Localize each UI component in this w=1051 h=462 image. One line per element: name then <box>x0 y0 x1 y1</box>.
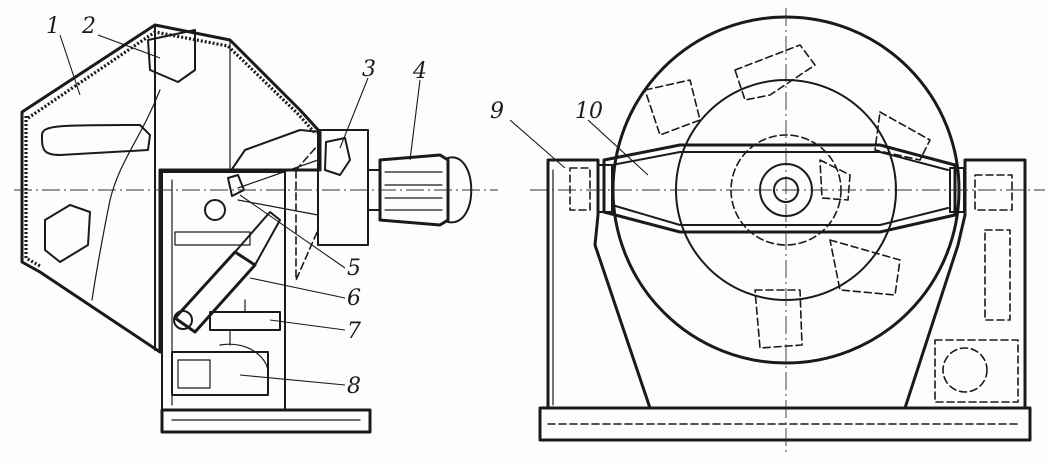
shaft-line-top <box>237 159 319 189</box>
callout-10: 10 <box>575 99 603 124</box>
motor-end-cap <box>447 156 473 224</box>
cylinder-pivot <box>173 310 193 330</box>
leader-8 <box>239 374 346 386</box>
right-stand-motor-box <box>934 339 1019 403</box>
side-frame <box>161 171 286 411</box>
drum-axle-beam <box>602 143 957 234</box>
blade-outline-lower-right <box>829 239 901 296</box>
left-stand <box>546 158 652 410</box>
blade-lower <box>44 204 91 263</box>
blade-outline-top <box>734 44 816 101</box>
right-stand <box>903 158 1027 410</box>
drive-motor <box>378 153 450 227</box>
right-stand-hydraulics <box>984 229 1011 321</box>
bearing-detail <box>324 137 351 176</box>
callout-1: 1 <box>46 14 60 39</box>
callout-4: 4 <box>412 59 427 84</box>
blade-outline-inner <box>819 159 851 201</box>
leader-4 <box>409 79 421 161</box>
tilt-cylinder <box>173 250 257 334</box>
motor-coupling <box>367 169 381 211</box>
pump-motor-fan <box>177 359 211 389</box>
blade-middle <box>41 124 151 156</box>
right-stand-gear <box>974 174 1013 211</box>
discharge-cone <box>229 129 321 173</box>
drum-door-hatching <box>24 116 41 268</box>
leader-lines <box>59 34 649 386</box>
front-view <box>538 15 1032 442</box>
leader-3 <box>339 77 369 149</box>
leader-10 <box>587 119 649 176</box>
discharge-nozzle <box>227 174 245 197</box>
side-view <box>20 23 473 434</box>
callout-7: 7 <box>347 319 361 344</box>
piston-rod <box>234 211 281 266</box>
pump-motor <box>171 351 269 396</box>
left-stand-hidden <box>569 167 591 211</box>
pump-motor-body <box>219 343 269 376</box>
leader-7 <box>269 319 346 331</box>
blade-outline-bottom <box>754 289 803 349</box>
drum-outer-shell <box>20 23 322 354</box>
blade-outline-upper-left <box>644 79 701 136</box>
pump-pipe <box>229 299 246 346</box>
blade-upper <box>147 29 196 83</box>
bearing-housing-hidden <box>295 144 319 281</box>
drum-rest <box>174 231 251 246</box>
leader-1 <box>59 34 81 96</box>
callout-5: 5 <box>347 256 361 281</box>
callout-8: 8 <box>347 374 361 399</box>
axle-beam-inner <box>611 151 949 226</box>
leader-5 <box>239 194 346 269</box>
leader-9 <box>509 119 566 169</box>
blade-outline-right <box>874 111 931 161</box>
leader-2 <box>97 34 161 59</box>
hydraulic-pump <box>209 311 281 331</box>
leader-6 <box>249 277 346 299</box>
rod-pivot <box>204 199 226 221</box>
right-stand-motor <box>942 347 988 393</box>
callout-2: 2 <box>81 14 96 39</box>
callout-3: 3 <box>362 57 376 82</box>
callout-9: 9 <box>490 99 504 124</box>
callout-labels: 1 2 3 4 5 6 7 8 9 10 <box>46 14 603 399</box>
material-flow-curve <box>91 89 161 301</box>
side-base <box>160 408 372 434</box>
callout-6: 6 <box>347 286 361 311</box>
front-base <box>538 406 1032 442</box>
